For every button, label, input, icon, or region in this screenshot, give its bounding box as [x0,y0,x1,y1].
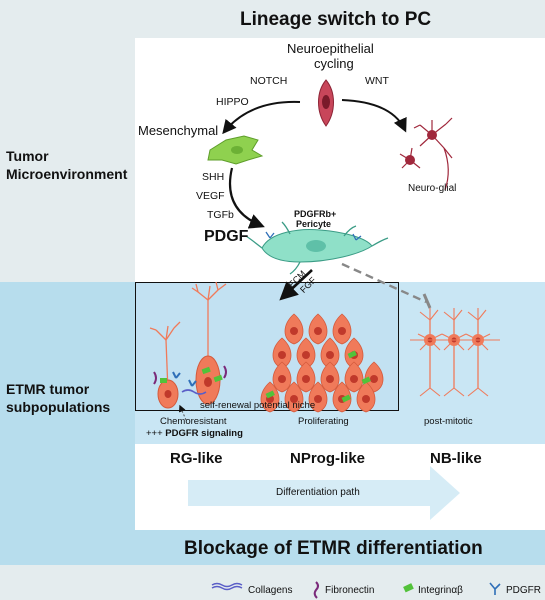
neuroglial-cells [399,117,453,191]
hippo-label: HIPPO [216,96,249,108]
nb-neuron [441,308,467,397]
nprog-cell [272,337,292,369]
etmr-subpopulations-label: ETMR tumor subpopulations [6,381,111,415]
collagen-fiber [181,389,207,395]
rg-signaling-label: +++ PDGFR signaling [146,428,243,439]
neuroepithelial-cell [318,79,334,127]
nprog-state-label: Proliferating [298,416,349,427]
rg-like-label: RG-like [170,450,223,467]
pericyte-label-2: Pericyte [296,219,332,229]
mesenchymal-label: Mesenchymal [138,123,219,138]
integrin-icon [403,583,414,593]
inhibition-bar [422,293,432,309]
notch-label: NOTCH [250,75,288,87]
nprog-cell [356,381,376,413]
nb-neuron [465,308,491,397]
nb-like-cells [410,308,500,397]
arrow-to-mesenchymal [222,100,301,135]
tumor-microenvironment-label: Tumor Microenvironment [6,148,128,182]
top-title: Lineage switch to PC [240,9,432,30]
neuroglial-label: Neuro-glial [408,183,457,194]
legend-fibronectin: Fibronectin [325,585,375,596]
nb-state-label: post-mitotic [424,416,473,427]
nprog-cell [344,361,364,393]
mesenchymal-cell [207,135,264,165]
bottom-title: Blockage of ETMR differentiation [184,538,483,559]
nprog-cell [272,361,292,393]
nprog-cell [332,313,352,345]
arrow-to-neuroglial [341,99,407,133]
nprog-cell [320,361,340,393]
nb-neuron [417,308,443,397]
integrin-marker [265,390,275,399]
rg-like-cells [149,281,227,393]
nprog-cell [296,361,316,393]
nprog-cell [308,381,328,413]
integrin-marker [361,376,371,385]
legend-collagens: Collagens [248,585,293,596]
nprog-cell [332,381,352,413]
tgfb-label: TGFb [207,209,234,221]
arrow-to-pericyte [228,167,265,229]
nprog-cell [284,313,304,345]
differentiation-arrow [188,466,460,520]
pericyte-label-1: PDGFRb+ [294,209,337,219]
legend-band [0,565,545,600]
differentiation-path-label: Differentiation path [276,487,360,498]
rg-state-label: Chemoresistant [160,416,227,427]
neuroepithelial-label: Neuroepithelial [287,41,374,56]
pdgfr-icon [489,582,501,595]
pdgf-label: PDGF [204,228,249,245]
vegf-label: VEGF [196,190,225,202]
nprog-like-cells [260,313,384,413]
rg-receptors [153,365,227,387]
nprog-cell [308,313,328,345]
shh-label: SHH [202,171,225,183]
fibronectin-icon [313,581,319,599]
pericyte-cell [245,221,389,275]
nb-like-label: NB-like [430,450,482,467]
neuroepithelial-sub-label: cycling [314,56,354,71]
ecm-fgf-arrow [279,269,313,301]
nprog-cell [284,381,304,413]
legend-integrin: Integrinαβ [418,585,463,596]
collagen-icon [211,582,243,591]
integrin-marker [347,350,357,359]
inhibition-line [341,262,427,304]
wnt-label: WNT [365,75,389,87]
nprog-like-label: NProg-like [290,450,366,467]
niche-label: self-renewal potential niche [200,400,316,411]
integrin-marker [341,394,351,403]
legend-pdgfr: PDGFR [506,585,541,596]
rg-pdgfr-dashed [178,404,187,421]
